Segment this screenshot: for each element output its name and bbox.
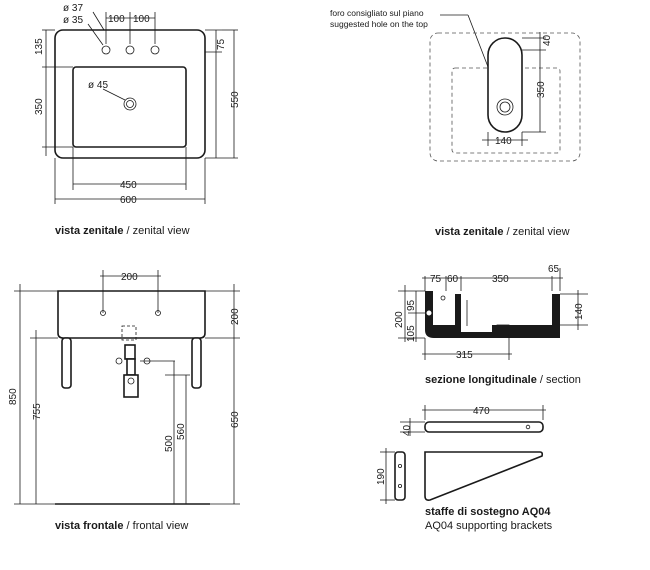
dim-450: 450 xyxy=(120,180,137,191)
hole-35-label: ø 35 xyxy=(63,15,83,26)
caption-brackets-en: AQ04 supporting brackets xyxy=(425,520,553,532)
bracket-dim-470: 470 xyxy=(473,406,490,417)
section-dim-350: 350 xyxy=(492,274,509,285)
front-bracket-right xyxy=(191,337,202,389)
bracket-dim-40: 40 xyxy=(402,424,413,436)
bracket-bar-top xyxy=(424,421,544,433)
hole-37-label: ø 37 xyxy=(63,3,83,14)
dim-600: 600 xyxy=(120,195,137,206)
bracket-dim-190: 190 xyxy=(376,468,387,485)
bracket-side xyxy=(394,451,406,501)
hole-drain-outer xyxy=(496,98,514,116)
dim-350-left: 350 xyxy=(34,98,45,115)
caption-zenital-right: vista zenitale / zenital view xyxy=(435,226,570,238)
tap-hole-center xyxy=(125,45,135,55)
dim-135: 135 xyxy=(34,38,45,55)
section-dim-60: 60 xyxy=(447,274,459,285)
section-dim-140: 140 xyxy=(574,303,585,320)
drain-45-label: ø 45 xyxy=(88,80,108,91)
note-italian: foro consigliato sul piano xyxy=(330,8,424,18)
section-dim-200: 200 xyxy=(394,311,405,328)
longitudinal-section: 75 60 350 65 200 105 95 140 315 sezione … xyxy=(394,264,588,386)
basin-outline-dashed xyxy=(429,32,581,162)
dim-200-right: 200 xyxy=(230,308,241,325)
dim-755: 755 xyxy=(32,403,43,420)
caption-zenital-left: vista zenitale / zenital view xyxy=(55,225,190,237)
zenital-view-hole: foro consigliato sul piano suggested hol… xyxy=(330,8,581,238)
dim-40-hole: 40 xyxy=(542,34,553,46)
suggested-hole xyxy=(487,37,523,133)
dim-75: 75 xyxy=(216,38,227,50)
section-dim-105: 105 xyxy=(406,325,417,342)
front-drain-neck xyxy=(121,325,137,341)
front-trap-top xyxy=(124,344,136,360)
front-bracket-left xyxy=(61,337,72,389)
spacing-label-a: 100 xyxy=(108,14,125,25)
tap-hole-right xyxy=(150,45,160,55)
drain-outer xyxy=(123,97,137,111)
zenital-view-basin: ø 37 ø 35 100 100 135 350 75 550 ø 45 45… xyxy=(34,3,241,237)
drain-inner xyxy=(126,100,134,108)
section-profile xyxy=(425,291,560,338)
caption-brackets-it: staffe di sostegno AQ04 xyxy=(425,506,551,518)
hole-drain-inner xyxy=(499,101,511,113)
dim-850: 850 xyxy=(8,388,19,405)
dim-550: 550 xyxy=(230,91,241,108)
note-english: suggested hole on the top xyxy=(330,19,428,29)
section-dim-95: 95 xyxy=(406,299,417,311)
dim-200-top: 200 xyxy=(121,272,138,283)
dim-500: 500 xyxy=(164,435,175,452)
section-dim-65: 65 xyxy=(548,264,560,275)
dim-350-hole: 350 xyxy=(536,81,547,98)
section-dim-75: 75 xyxy=(430,274,442,285)
caption-section: sezione longitudinale / section xyxy=(425,374,581,386)
section-dim-315: 315 xyxy=(456,350,473,361)
caption-frontal: vista frontale / frontal view xyxy=(55,520,188,532)
frontal-view: 200 850 755 500 560 200 650 vista fronta… xyxy=(8,270,241,532)
front-basin-body xyxy=(57,290,206,339)
supporting-brackets: 470 40 190 staffe di sostegno AQ04 AQ04 … xyxy=(376,405,553,532)
tap-hole-left xyxy=(101,45,111,55)
spacing-label-b: 100 xyxy=(133,14,150,25)
basin-bowl xyxy=(72,66,187,148)
bracket-triangle xyxy=(424,451,544,501)
dim-650: 650 xyxy=(230,411,241,428)
dim-140-hole: 140 xyxy=(495,136,512,147)
dim-560: 560 xyxy=(176,423,187,440)
front-siphon xyxy=(123,374,139,398)
